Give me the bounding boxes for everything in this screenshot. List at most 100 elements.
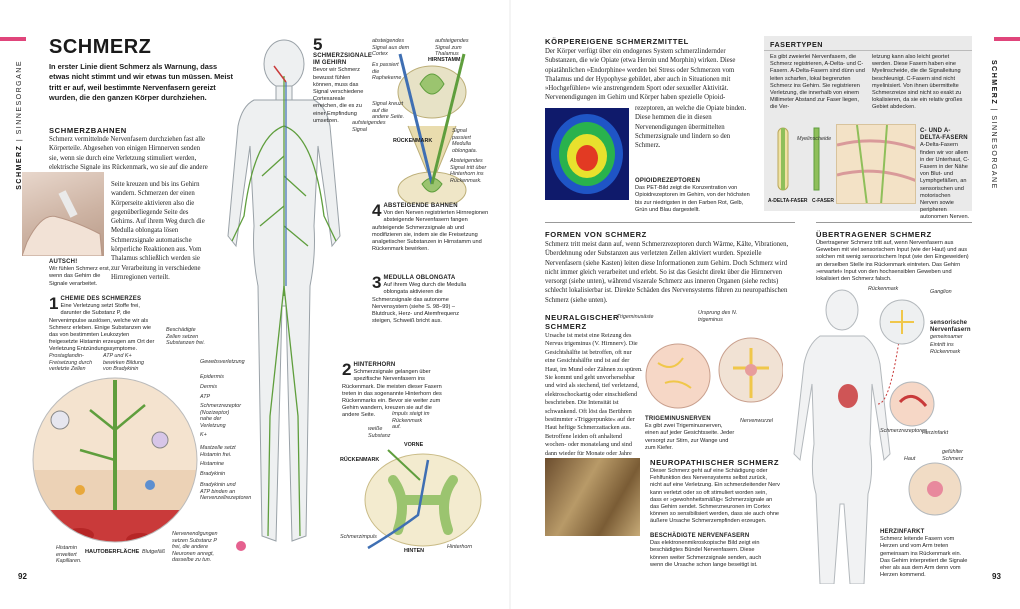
step3-text: Auf ihrem Weg durch die Medulla oblongat…: [372, 282, 467, 325]
step5-title: SCHMERZSIGNALE IM GEHIRN: [313, 53, 373, 67]
step4-title: ABSTEIGENDE BAHNEN: [383, 203, 458, 209]
herzinfarkt-caption-title: HERZINFARKT: [880, 529, 925, 535]
pet-caption: OPIOIDREZEPTOREN Das PET-Bild zeigt die …: [635, 178, 757, 214]
step1-block: 1 CHEMIE DES SCHMERZES Eine Verletzung s…: [49, 295, 159, 354]
step3-title: MEDULLA OBLONGATA: [383, 275, 456, 281]
uebertragener-text: Übertragener Schmerz tritt auf, wenn Ner…: [816, 240, 969, 283]
autsch-text: Wir fühlen Schmerz erst, wenn das Gehirn…: [49, 266, 111, 287]
step3-block: 3 MEDULLA OBLONGATA Auf ihrem Weg durch …: [372, 273, 476, 325]
page-number-left: 92: [18, 572, 27, 581]
autsch-title: AUTSCH!: [49, 259, 78, 265]
page-title: SCHMERZ: [49, 36, 152, 58]
referred-pain-figure: [793, 289, 962, 584]
neuralgisch-text: Ursache ist meist eine Reizung des Nervu…: [545, 332, 643, 465]
fasertypen-col2: letzung kann also leicht geortet werden.…: [872, 54, 963, 111]
step1-title: CHEMIE DES SCHMERZES: [60, 296, 142, 302]
step2-text: Schmerzsignale gelangen über spezifische…: [342, 369, 442, 419]
fasertypen-heading: FASERTYPEN: [770, 40, 823, 49]
label-trigeminus-origin: Ursprung des N. trigeminus: [698, 310, 738, 323]
step1-text: Eine Verletzung setzt Stoffe frei, darun…: [49, 303, 155, 353]
schmerzbahnen-text-top: Schmerz vermittelnde Nervenfasern durchz…: [49, 136, 208, 171]
label-hinten: HINTEN: [404, 548, 425, 554]
trigeminus-caption-title: TRIGEMINUSNERVEN: [645, 416, 711, 422]
tissue-diagram: [32, 377, 198, 543]
step5-number: 5: [313, 35, 323, 54]
herzinfarkt-caption: HERZINFARKT Schmerz leitende Fasern vom …: [880, 529, 972, 579]
herzinfarkt-caption-text: Schmerz leitende Fasern vom Herzen und v…: [880, 536, 968, 579]
label-trigeminusaeste: Trigeminusäste: [617, 314, 654, 320]
pet-scan-graphic: [551, 114, 623, 194]
micrograph-caption-title: BESCHÄDIGTE NERVENFASERN: [650, 533, 750, 539]
step5-text: Bevor wir Schmerz bewusst fühlen können,…: [313, 67, 364, 124]
label-brady-atp: Bradykinin und ATP binden an Nervenzellr…: [200, 482, 252, 502]
label-crossing: Signal kreuzt auf die andere Seite.: [372, 101, 405, 121]
micrograph-caption: BESCHÄDIGTE NERVENFASERN Das elektronenm…: [650, 533, 762, 569]
label-blutgefaess: Blutgefäß: [142, 549, 166, 555]
label-ascending-thalamus: aufsteigendes Signal zum Thalamus: [435, 38, 469, 58]
pet-caption-text: Das PET-Bild zeigt die Konzentration von…: [635, 185, 750, 213]
foot-photo: [22, 172, 104, 256]
micrograph-caption-text: Das elektronenmikroskopische Bild zeigt …: [650, 540, 762, 568]
label-dermis: Dermis: [200, 384, 218, 390]
label-atp-k: ATP und K+ bewirken Bildung von Bradykin…: [103, 353, 145, 373]
label-sensory-fibers-title: sensorische Nervenfasern: [930, 320, 971, 334]
fiber-tissue-image: [836, 124, 916, 204]
page-gutter: [509, 0, 511, 609]
fasertypen-col1: Es gibt zweierlei Nervenfasern, die Schm…: [770, 54, 865, 111]
step5-block: 5 SCHMERZSIGNALE IM GEHIRN Bevor wir Sch…: [313, 35, 373, 125]
label-sensory-fibers-text: gemeinsamer Eintritt ins Rückenmark: [930, 334, 963, 355]
label-atp: ATP: [200, 394, 211, 400]
spinal-cord-diagram: [364, 449, 482, 550]
foot-illustration: [22, 190, 103, 256]
nervous-system-figure: [227, 39, 341, 551]
right-accent-bar: [994, 37, 1020, 41]
label-a-delta: A-DELTA-FASER: [768, 198, 808, 204]
step3-number: 3: [372, 273, 382, 292]
label-sensory-fibers: sensorische Nervenfasern gemeinsamer Ein…: [930, 320, 971, 356]
neuralgisch-heading: NEURALGISCHER SCHMERZ: [545, 313, 620, 331]
schmerzbahnen-text-right: Seite kreuzen und bis ins Gehirn wandern…: [111, 181, 205, 281]
left-accent-bar: [0, 37, 26, 41]
label-hautoberflaeche: HAUTOBERFLÄCHE: [85, 549, 140, 555]
label-histamine: Histamine: [200, 461, 224, 467]
trigeminus-caption: TRIGEMINUSNERVEN Es gibt zwei Trigeminus…: [645, 416, 737, 452]
label-histamin-kapillaren: Histamin erweitert Kapillaren.: [56, 545, 82, 565]
label-hirnstamm: HIRNSTAMM: [428, 57, 461, 63]
label-hinterhorn: Hinterhorn: [447, 544, 473, 550]
label-injury: Gewebsverletzung: [200, 359, 245, 365]
neuropathisch-heading: NEUROPATHISCHER SCHMERZ: [650, 458, 780, 467]
label-rueckenmark-right: Rückenmark: [868, 286, 899, 292]
label-descending-enter: Absteigendes Signal tritt über Hinterhor…: [450, 158, 487, 184]
label-rueckenmark-bottom: RÜCKENMARK: [340, 457, 380, 463]
label-receptor: Schmerzrezeptor (Nozizeptor) nahe der Ve…: [200, 403, 242, 429]
label-herzinfarkt: Herzinfarkt: [922, 430, 949, 436]
label-c-faser: C-FASER: [812, 198, 834, 204]
label-impulse-rises: Impuls steigt im Rückenmark auf.: [392, 411, 430, 431]
left-chapter-tab: SCHMERZ | SINNESORGANE: [16, 60, 23, 190]
pet-caption-title: OPIOIDREZEPTOREN: [635, 178, 701, 184]
label-epidermis: Epidermis: [200, 374, 224, 380]
lead-paragraph: In erster Linie dient Schmerz als Warnun…: [49, 62, 233, 103]
label-kplus: K+: [200, 432, 207, 438]
uebertragener-rule: [816, 222, 972, 223]
pet-scan-image: [545, 108, 629, 200]
label-ascending: aufsteigendes Signal: [352, 120, 386, 133]
step4-number: 4: [372, 201, 382, 220]
label-rueckenmark-top: RÜCKENMARK: [393, 138, 433, 144]
step2-title: HINTERHORN: [353, 362, 396, 368]
label-raphe: Es passiert die Raphekerne: [372, 62, 402, 82]
koerpereigene-text-top: Der Körper verfügt über ein endogenes Sy…: [545, 48, 736, 102]
step2-block: 2 HINTERHORN Schmerzsignale gelangen übe…: [342, 361, 446, 420]
cad-text: A-Delta-Fasern finden wir vor allem in d…: [920, 142, 970, 221]
brainstem-diagram: [397, 53, 467, 204]
label-prostaglandin: Prostaglandin-Freisetzung durch verletzt…: [49, 353, 93, 373]
label-descending-cortex: absteigendes Signal aus dem Cortex: [372, 38, 410, 58]
label-vorne: VORNE: [404, 442, 424, 448]
cad-caption: C- UND A-DELTA-FASERN A-Delta-Fasern fin…: [920, 128, 970, 222]
formen-rule: [545, 222, 795, 223]
uebertragener-heading: ÜBERTRAGENER SCHMERZ: [816, 230, 932, 239]
formen-text: Schmerz tritt meist dann auf, wenn Schme…: [545, 241, 789, 304]
label-ganglion: Ganglion: [930, 289, 952, 295]
label-gefuehlter-schmerz: gefühlter Schmerz: [942, 449, 964, 462]
